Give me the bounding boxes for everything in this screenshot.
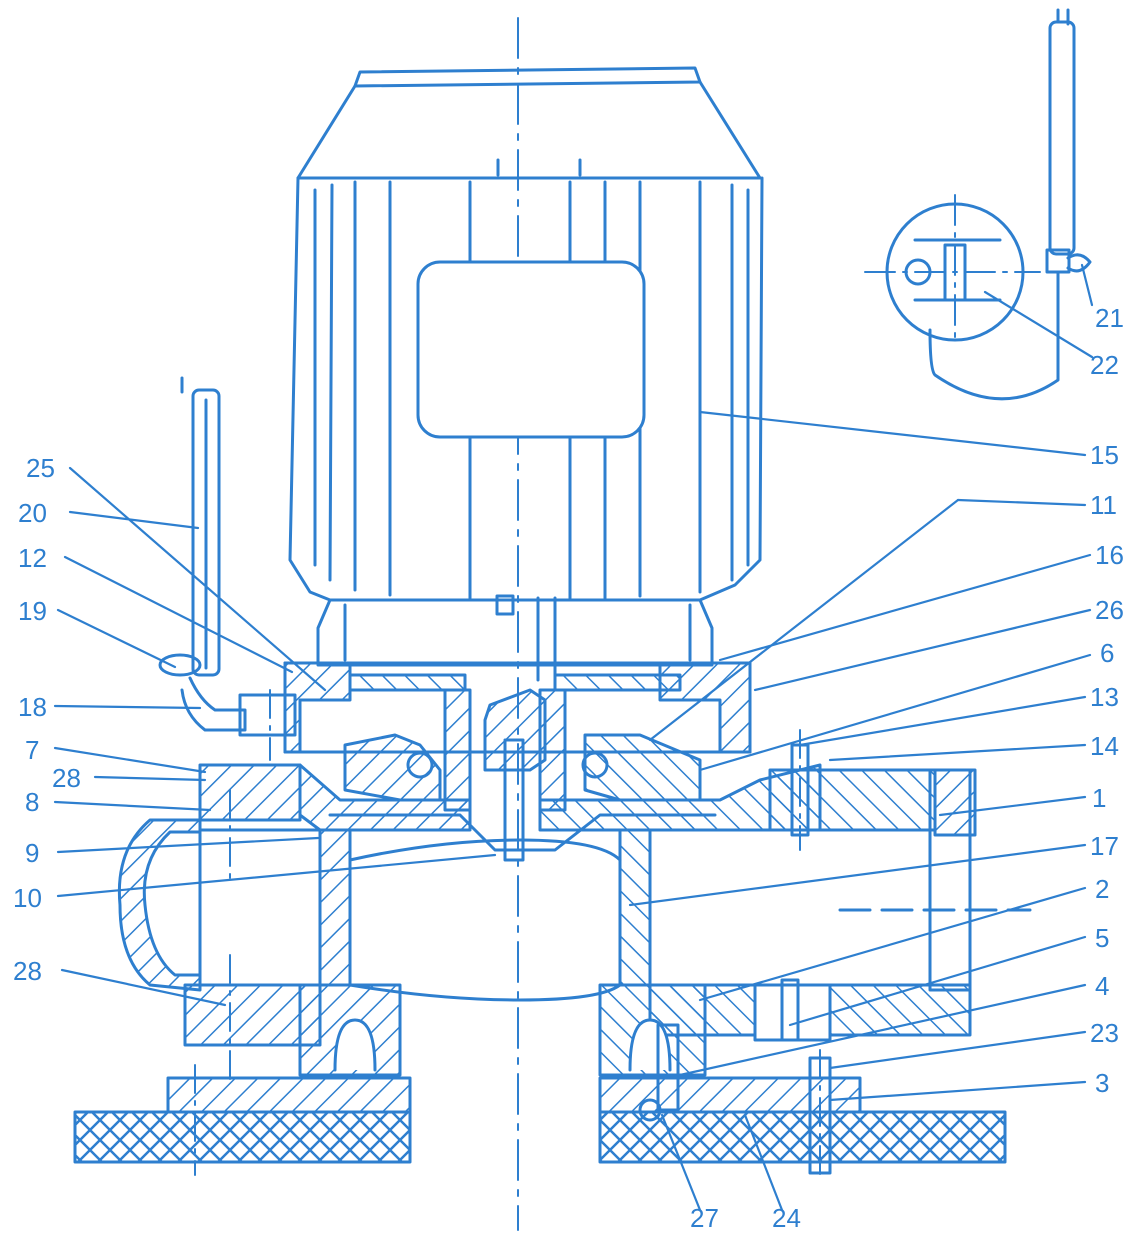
- label-6: 6: [1100, 638, 1115, 668]
- bearing-bracket: [283, 661, 752, 862]
- label-3: 3: [1095, 1068, 1110, 1098]
- label-15: 15: [1090, 440, 1119, 470]
- label-20: 20: [18, 498, 47, 528]
- label-8: 8: [25, 787, 40, 817]
- label-18: 18: [18, 692, 47, 722]
- label-11: 11: [1090, 490, 1117, 520]
- label-21: 21: [1095, 303, 1124, 333]
- label-2: 2: [1095, 874, 1110, 904]
- pressure-gauge-right: [864, 8, 1092, 401]
- leader-lines: [53, 263, 1094, 1212]
- label-24: 24: [772, 1203, 801, 1233]
- label-14: 14: [1090, 731, 1119, 761]
- motor-body: [288, 66, 764, 682]
- label-25: 25: [26, 453, 55, 483]
- label-1: 1: [1092, 783, 1107, 813]
- pump-cover: [198, 763, 977, 992]
- label-13: 13: [1090, 682, 1119, 712]
- label-9: 9: [25, 838, 40, 868]
- label-7: 7: [25, 735, 40, 765]
- label-16: 16: [1095, 540, 1124, 570]
- label-26: 26: [1095, 595, 1124, 625]
- label-10: 10: [13, 883, 42, 913]
- label-5: 5: [1095, 923, 1110, 953]
- label-28-bottom: 28: [13, 956, 42, 986]
- label-23: 23: [1090, 1018, 1119, 1048]
- label-28-top: 28: [52, 763, 81, 793]
- base-plate: [73, 1023, 1007, 1175]
- label-22: 22: [1090, 350, 1119, 380]
- label-4: 4: [1095, 971, 1110, 1001]
- pressure-gauge-left: [158, 376, 297, 737]
- label-17: 17: [1090, 831, 1119, 861]
- label-19: 19: [18, 596, 47, 626]
- label-27: 27: [690, 1203, 719, 1233]
- label-12: 12: [18, 543, 47, 573]
- bolt-axes: [194, 689, 821, 1181]
